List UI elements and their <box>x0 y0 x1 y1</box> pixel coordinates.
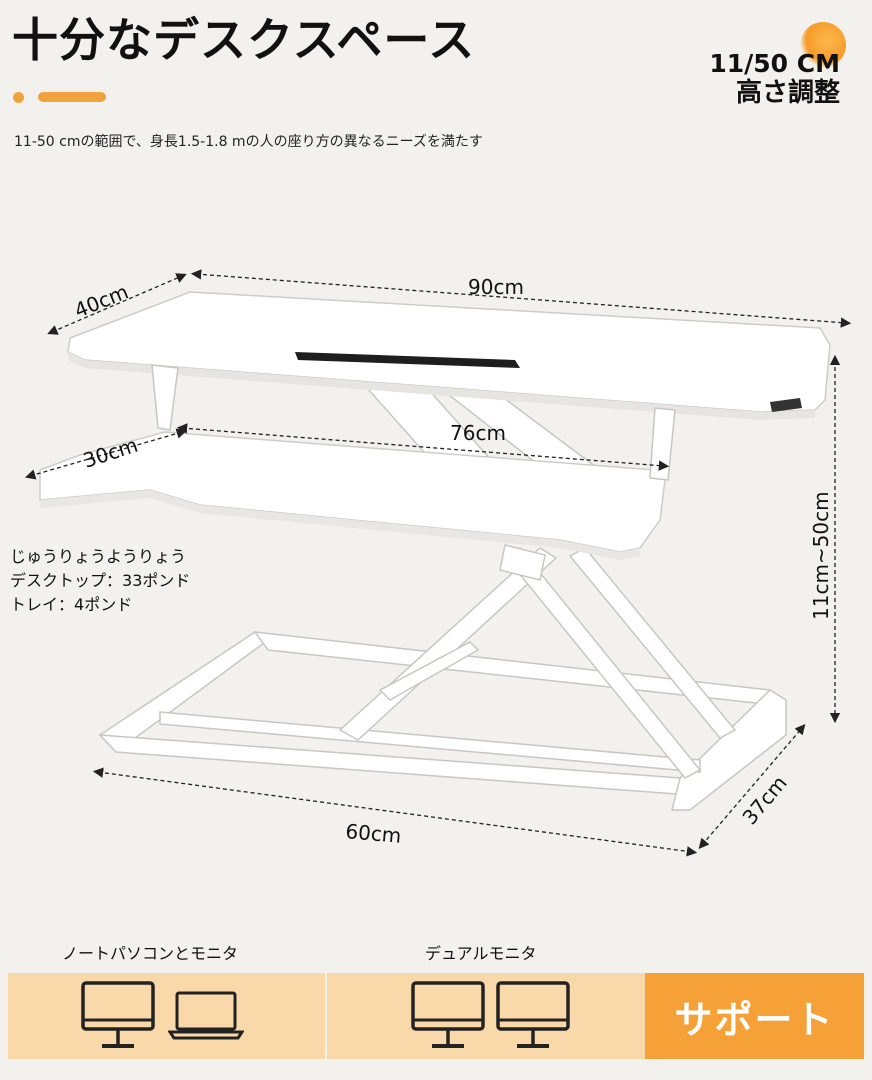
laptop-icon <box>168 991 244 1040</box>
sun-orb-icon <box>800 22 846 68</box>
capacity-desktop: デスクトップ：33ポンド <box>10 571 191 590</box>
desk-scissor-legs <box>338 379 737 779</box>
capacity-heading: じゅうりょうようりょう <box>10 547 187 566</box>
monitor-icon <box>81 981 155 1048</box>
dim-base-depth: 37cm <box>737 771 791 829</box>
support-badge: サポート <box>645 973 864 1059</box>
dim-base-width: 60cm <box>345 819 403 848</box>
dual-monitor-label: デュアルモニタ <box>425 944 537 963</box>
support-divider <box>325 973 327 1059</box>
monitor-icon-left <box>411 981 485 1048</box>
dim-height-range: 11cm~50cm <box>809 491 833 620</box>
dim-tray-width: 76cm <box>450 421 506 445</box>
height-badge-range: 11/50 CM <box>709 49 840 78</box>
laptop-monitor-label: ノートパソコンとモニタ <box>62 944 239 963</box>
height-badge-caption: 高さ調整 <box>735 77 840 108</box>
capacity-tray: トレイ：4ポンド <box>10 595 133 614</box>
accent-bar <box>38 92 106 102</box>
capacity-desktop-label: デスクトップ <box>10 571 107 590</box>
desktop-surface <box>67 291 831 420</box>
dim-top-depth: 40cm <box>71 279 132 322</box>
support-label: サポート <box>674 997 835 1042</box>
capacity-tray-label: トレイ <box>10 595 59 614</box>
dim-top-width: 90cm <box>468 275 524 299</box>
capacity-tray-value: 4ポンド <box>74 595 133 614</box>
monitor-icon-right <box>496 981 570 1048</box>
weight-capacity: じゅうりょうようりょう デスクトップ：33ポンド トレイ：4ポンド <box>10 545 190 617</box>
page-title: 十分なデスクスペース <box>12 13 476 67</box>
height-badge: 11/50 CM 高さ調整 <box>709 49 840 109</box>
accent-dot <box>13 92 24 103</box>
dimension-arrows <box>25 269 852 857</box>
page-subtitle: 11-50 cmの範囲で、身長1.5-1.8 mの人の座り方の異なるニーズを満た… <box>14 134 483 150</box>
standing-desk-illustration: 40cm 90cm 30cm 76cm 11cm~50cm 60cm 37cm <box>25 269 852 857</box>
capacity-desktop-value: 33ポンド <box>122 571 191 590</box>
